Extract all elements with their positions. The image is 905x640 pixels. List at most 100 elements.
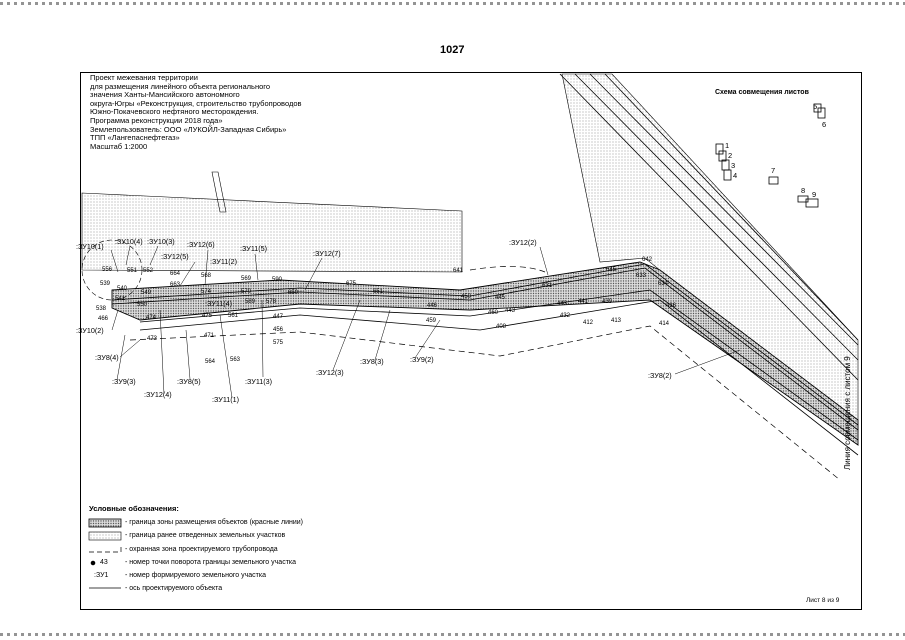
- legend-item: - охранная зона проектируемого трубопров…: [89, 544, 278, 555]
- point-number: 641: [453, 268, 464, 274]
- legend-item: 43 - номер точки поворота границы земель…: [89, 557, 296, 568]
- point-number: 664: [170, 271, 181, 277]
- point-number: 443: [557, 301, 568, 307]
- scheme-sheet-number: 3: [731, 161, 736, 170]
- point-number: 445: [495, 295, 506, 301]
- plot-label: :ЗУ11(5): [240, 244, 268, 253]
- plot-label: :ЗУ12(4): [144, 390, 172, 399]
- plot-label: :ЗУ12(6): [187, 240, 215, 249]
- plot-label: :ЗУ8(4): [95, 353, 119, 362]
- point-number: 552: [143, 268, 154, 274]
- point-number: 570: [241, 289, 252, 295]
- point-number: 574: [201, 289, 212, 295]
- point-number: 568: [201, 273, 212, 279]
- point-number: 475: [202, 313, 213, 319]
- point-number: 473: [147, 336, 158, 342]
- point-number: 456: [273, 327, 284, 333]
- point-number: 441: [578, 299, 589, 305]
- title-line: значения Ханты-Мансийского автономного: [90, 90, 240, 100]
- plot-label: :ЗУ11(2): [210, 257, 238, 266]
- legend-point-sample: 43: [100, 558, 108, 566]
- legend-item: - ось проектируемого объекта: [89, 583, 222, 594]
- point-number: 651: [373, 289, 384, 295]
- point-number: 439: [602, 299, 613, 305]
- point-number: 550: [137, 302, 148, 308]
- plot-label: :ЗУ9(3): [112, 377, 136, 386]
- plot-label: :ЗУ8(2): [648, 371, 672, 380]
- point-number: 539: [100, 281, 111, 287]
- plot-label: :ЗУ9(2): [410, 355, 434, 364]
- scheme-sheet-number: 1: [725, 141, 730, 150]
- scheme-sheet-number: 8: [801, 186, 806, 195]
- allotted-area-block: [81, 192, 463, 273]
- plot-label: :ЗУ12(3): [316, 368, 344, 377]
- point-number: 631: [542, 283, 553, 289]
- map-frame: [80, 72, 862, 610]
- title-line: Землепользователь: ООО «ЛУКОЙЛ-Западная …: [90, 124, 287, 134]
- point-number: 561: [228, 313, 239, 319]
- plot-label: :ЗУ11(1): [212, 395, 240, 404]
- point-number: 663: [170, 282, 181, 288]
- point-number: 633: [636, 273, 647, 279]
- title-line: ТПП «Лангепаснефтегаз»: [90, 133, 180, 143]
- sheet-junction-label: Линия совмещения с листом 9: [843, 356, 852, 470]
- point-number: 575: [273, 340, 284, 346]
- point-number: 450: [461, 294, 472, 300]
- plot-label: :ЗУ10(1): [76, 242, 104, 251]
- legend-item: - граница ранее отведенных земельных уча…: [89, 530, 285, 541]
- title-line: для размещения линейного объекта региона…: [90, 81, 270, 91]
- scheme-sheet-number: 7: [771, 166, 776, 175]
- point-number: 413: [611, 318, 622, 324]
- point-number: 460: [488, 310, 499, 316]
- point-number: 578: [266, 299, 277, 305]
- legend-plot-sample: :ЗУ1: [94, 571, 109, 579]
- scan-artifact-bottom: [0, 633, 905, 636]
- plot-label: :ЗУ8(3): [360, 357, 384, 366]
- scheme-sheet-number: 2: [728, 151, 733, 160]
- point-number: 446: [427, 303, 438, 309]
- point-number: 650: [288, 290, 299, 296]
- sheet-info: Лист 8 из 9: [806, 597, 840, 604]
- point-number: 590: [272, 277, 283, 283]
- legend-text: - граница ранее отведенных земельных уча…: [125, 532, 286, 539]
- legend-samples: [88, 518, 122, 589]
- legend-title: Условные обозначения:: [89, 504, 179, 513]
- title-line: Проект межевания территории: [90, 73, 198, 82]
- point-number: 474: [146, 315, 157, 321]
- point-number: 634: [658, 281, 669, 287]
- scheme-sheet-number: 4: [733, 171, 738, 180]
- scheme-sheet-number: 6: [822, 120, 827, 129]
- point-number: 471: [204, 333, 215, 339]
- plot-label: :ЗУ12(7): [313, 249, 341, 258]
- title-block: Проект межевания территории для размещен…: [90, 73, 350, 151]
- point-number: 645: [606, 267, 617, 273]
- plot-label: :ЗУ10(4): [115, 237, 143, 246]
- point-number: 589: [245, 299, 256, 305]
- scan-artifact-top: [0, 2, 905, 5]
- point-number: 414: [659, 321, 670, 327]
- point-number: 556: [102, 267, 113, 273]
- point-number: 436: [666, 303, 677, 309]
- legend-item: :ЗУ1 - номер формируемого земельного уча…: [89, 570, 266, 581]
- point-number: 642: [642, 257, 653, 263]
- point-number: 675: [346, 281, 357, 287]
- point-number: 538: [96, 306, 107, 312]
- plot-label: :ЗУ10(3): [147, 237, 175, 246]
- legend-text: - охранная зона проектируемого трубопров…: [125, 546, 278, 553]
- pipeline-lines: [111, 73, 859, 456]
- legend-text: - граница зоны размещения объектов (крас…: [125, 519, 304, 526]
- scheme-sheet-number: 9: [812, 190, 817, 199]
- legend-swatch-allotted: [89, 532, 121, 540]
- leader-lines: [110, 245, 741, 399]
- legend-swatch-red-lines: [89, 519, 121, 527]
- placement-zone: [111, 261, 859, 446]
- page-number: 1027: [440, 44, 465, 56]
- plot-label: :ЗУ11(3): [245, 377, 273, 386]
- legend-text: - ось проектируемого объекта: [125, 585, 223, 592]
- protected-zone-arc: [469, 266, 546, 273]
- plot-label: :ЗУ10(2): [76, 326, 104, 335]
- point-number: 408: [496, 324, 507, 330]
- legend-swatch-protected-zone: [89, 546, 121, 554]
- point-number: 549: [141, 290, 152, 296]
